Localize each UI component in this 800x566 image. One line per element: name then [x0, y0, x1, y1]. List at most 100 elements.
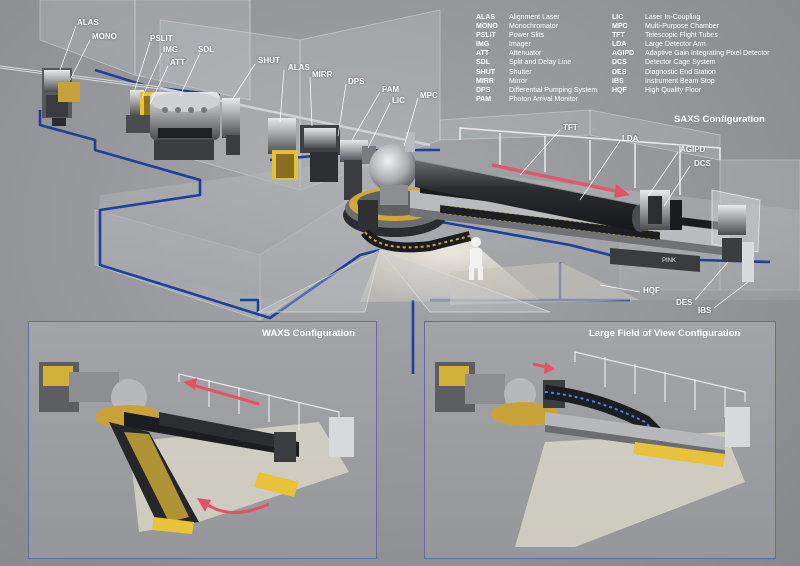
label-lic: LIC	[392, 96, 405, 105]
legend-desc: Imager	[509, 41, 531, 49]
label-alas-mid: ALAS	[288, 63, 310, 72]
legend-row: ATT Attenuator	[476, 49, 597, 58]
legend-desc: Photon Arrival Monitor	[509, 95, 578, 103]
legend-abbr: IBS	[612, 77, 624, 85]
legend-desc: Laser In-Coupling	[645, 14, 701, 21]
platform-text: PINK	[662, 258, 676, 264]
alas-mirr-units	[268, 118, 340, 182]
legend-desc: Adaptive Gain Integrating Pixel Detector	[645, 50, 770, 58]
legend-desc: Detector Cage System	[645, 59, 716, 67]
shut-unit	[222, 98, 240, 155]
label-img: IMG	[163, 45, 179, 54]
legend-abbr: SDL	[476, 59, 490, 67]
legend-desc: Large Detector Arm	[645, 41, 706, 49]
label-hqf: HQF	[643, 286, 660, 295]
label-dps: DPS	[348, 77, 365, 86]
legend-desc: Power Slits	[509, 32, 545, 40]
legend-row: DES Diagnostic End Station	[612, 68, 770, 77]
motion-arrow	[491, 163, 630, 198]
label-att: ATT	[170, 58, 185, 67]
dps-pam-lic-units	[340, 140, 376, 200]
legend-abbr: TFT	[612, 32, 625, 40]
des-ibs-station	[711, 189, 761, 282]
legend-desc: Split and Delay Line	[509, 59, 572, 67]
label-alas-left: ALAS	[77, 18, 99, 27]
legend-row: IBS Instrument Beam Stop	[612, 77, 770, 86]
legend-abbr: DCS	[612, 59, 627, 67]
legend-row: LDA Large Detector Arm	[612, 40, 770, 49]
mono-unit	[42, 68, 80, 126]
legend-desc: Instrument Beam Stop	[645, 77, 715, 85]
legend-abbr: IMG	[476, 41, 490, 49]
panel-connectors	[257, 249, 551, 313]
agipd-dcs-detector	[640, 190, 682, 230]
legend-abbr: SHUT	[476, 68, 496, 76]
lfov-config-title: Large Field of View Configuration	[589, 328, 741, 339]
legend-desc: Differential Pumping System	[509, 86, 598, 94]
label-des: DES	[676, 298, 693, 307]
legend-desc: Diagnostic End Station	[645, 68, 716, 76]
label-dcs: DCS	[694, 159, 711, 168]
legend-row: DCS Detector Cage System	[612, 58, 770, 67]
legend-row: TFT Telescopic Flight Tubes	[612, 31, 770, 40]
legend-desc: Monochromator	[509, 23, 559, 31]
label-ibs: IBS	[698, 306, 712, 315]
label-pam: PAM	[382, 85, 400, 94]
sdl-chamber	[150, 92, 220, 160]
legend-abbr: PAM	[476, 95, 492, 103]
legend-row: HQF High Quality Floor	[612, 86, 770, 95]
legend-abbr: PSLIT	[476, 32, 496, 40]
waxs-scene	[39, 362, 354, 534]
legend-row: MPC Multi-Purpose Chamber	[612, 22, 770, 31]
legend-abbr: MONO	[476, 23, 498, 31]
pslit-img-att-units	[126, 90, 156, 133]
legend-desc: Mirror	[509, 77, 528, 85]
legend-row: PSLIT Power Slits	[476, 31, 597, 40]
legend-abbr: LIC	[612, 14, 624, 21]
hall-floor	[95, 160, 800, 310]
legend-abbr: ATT	[476, 50, 490, 58]
lfov-scene	[435, 351, 750, 547]
legend-abbr: ALAS	[476, 14, 496, 21]
label-mirr: MIRR	[312, 70, 333, 79]
legend-abbr: DES	[612, 68, 627, 76]
legend-row: PAM Photon Arrival Monitor	[476, 95, 597, 104]
legend-desc: Alignment Laser	[509, 14, 560, 21]
legend-row: AGIPD Adaptive Gain Integrating Pixel Det…	[612, 49, 770, 58]
legend-abbr: MPC	[612, 23, 628, 31]
label-leader-lines	[59, 25, 749, 309]
legend-row: ALAS Alignment Laser	[476, 13, 597, 22]
legend-row: MONO Monochromator	[476, 22, 597, 31]
legend-desc: High Quality Floor	[645, 86, 702, 94]
legend-abbr: MIRR	[476, 77, 494, 85]
label-agipd: AGIPD	[680, 145, 706, 154]
waxs-panel: WAXS Configuration	[28, 321, 377, 559]
legend-abbr: AGIPD	[612, 50, 635, 58]
legend-abbr: LDA	[612, 41, 627, 49]
pink-platform: PINK	[610, 248, 700, 272]
tft-support-frames	[459, 127, 721, 195]
legend-row: IMG Imager	[476, 40, 597, 49]
legend-row: SDL Split and Delay Line	[476, 58, 597, 67]
person-figure	[469, 237, 483, 280]
saxs-config-title: SAXS Configuration	[674, 114, 765, 125]
legend-abbr: HQF	[612, 86, 627, 94]
legend-row: LIC Laser In-Coupling	[612, 13, 770, 22]
legend-row: MIRR Mirror	[476, 77, 597, 86]
label-tft: TFT	[563, 123, 578, 132]
legend-desc: Attenuator	[509, 50, 542, 58]
waxs-config-title: WAXS Configuration	[262, 328, 355, 339]
lfov-panel: Large Field of View Configuration	[424, 321, 776, 559]
legend-row: DPS Differential Pumping System	[476, 86, 597, 95]
hqf-floor-patch	[450, 262, 640, 305]
legend-desc: Telescopic Flight Tubes	[645, 32, 718, 40]
label-mono: MONO	[92, 32, 117, 41]
legend-abbr: DPS	[476, 86, 491, 94]
legend-desc: Multi-Purpose Chamber	[645, 23, 719, 31]
label-shut: SHUT	[258, 56, 280, 65]
